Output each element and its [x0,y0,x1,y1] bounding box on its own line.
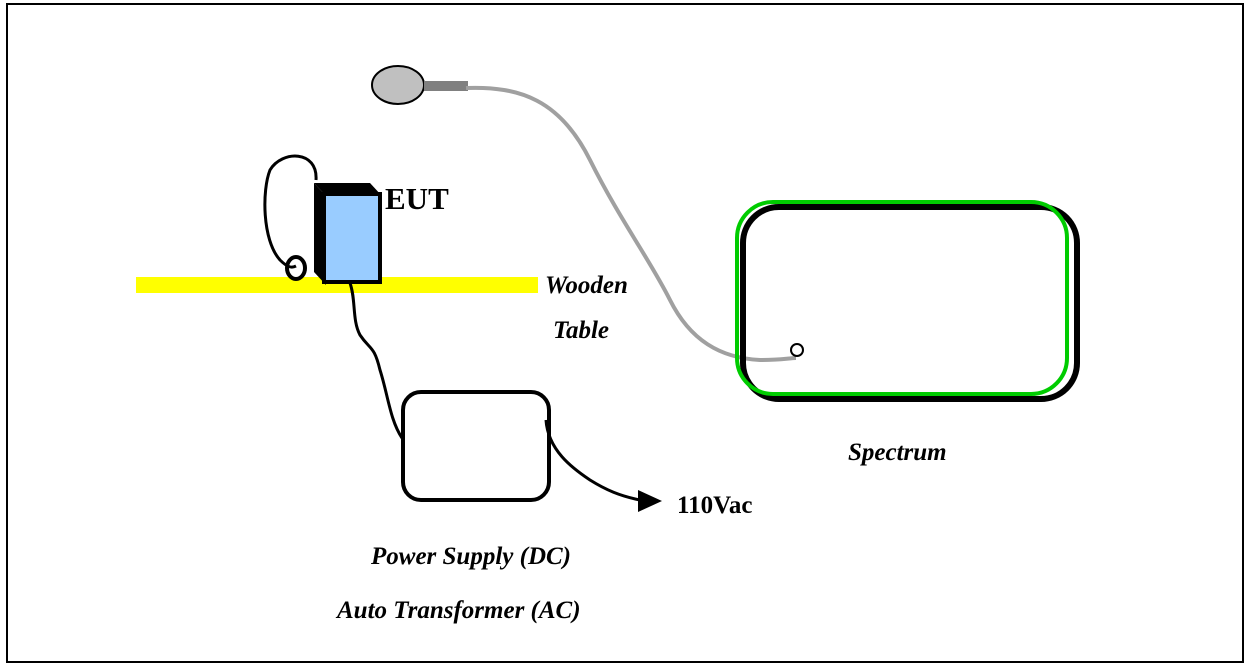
spectrum-analyzer-shadow [740,204,1080,402]
wooden-table [136,277,538,293]
power-supply-label-line2: Auto Transformer (AC) [337,597,581,624]
eut-box [322,192,382,284]
probe-head [371,65,425,105]
wooden-table-label-line2: Table [553,317,610,344]
wooden-table-label-line1: Wooden [545,272,628,299]
eut-power-cable [348,282,404,439]
power-supply-box [401,390,551,502]
spectrum-label: Spectrum [848,439,947,466]
eut-loop-connector [285,255,307,281]
eut-loop-cable [263,154,318,269]
analyzer-input-port [790,343,804,357]
eut-label: EUT [385,181,449,216]
power-supply-label-line1: Power Supply (DC) [371,543,571,570]
probe-handle [424,81,468,91]
ac-arrow [638,490,662,512]
ac-cable [544,419,641,502]
probe-cable [465,85,797,363]
diagram-frame [6,3,1244,663]
spectrum-analyzer [735,200,1069,396]
ac-voltage-label: 110Vac [677,492,753,519]
